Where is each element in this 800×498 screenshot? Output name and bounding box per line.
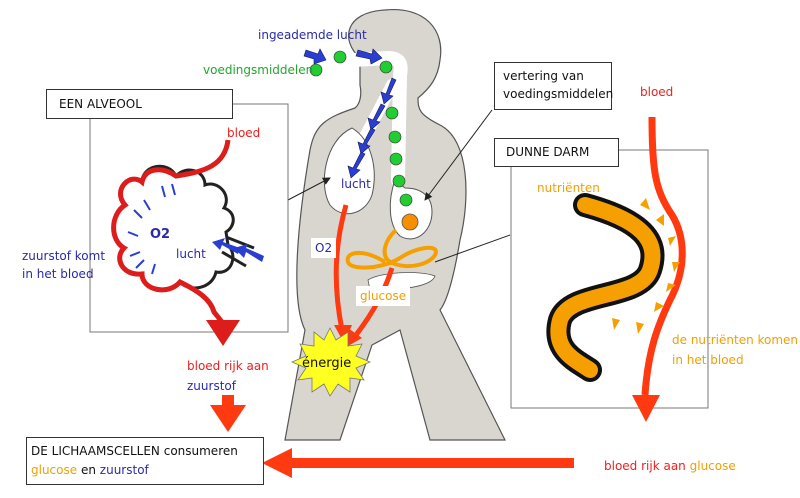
lung-o2-label: O2 bbox=[311, 238, 337, 258]
alveolus-capillary bbox=[111, 139, 231, 324]
body-cells-oxygen: zuurstof bbox=[99, 463, 149, 477]
food-dot bbox=[309, 63, 323, 77]
food-dot bbox=[399, 193, 413, 207]
inhaled-air-label: ingeademde lucht bbox=[258, 28, 367, 42]
alveolus-title-box: EEN ALVEOOL bbox=[46, 89, 233, 119]
alveolus-o2-label: O2 bbox=[150, 227, 171, 242]
diffusion-arrow bbox=[151, 263, 156, 275]
alveolus-blood-arrowhead bbox=[206, 320, 240, 346]
diffusion-arrow bbox=[127, 231, 139, 237]
nutrient-arrow bbox=[668, 236, 676, 246]
digestion-pointer bbox=[424, 109, 493, 201]
diffusion-arrow bbox=[129, 251, 141, 257]
glucose-to-energy-arrowhead bbox=[348, 328, 362, 346]
intestine-tube bbox=[550, 197, 661, 378]
nutrient-arrow bbox=[666, 283, 676, 292]
oxygen-enters-line2: in het bloed bbox=[22, 267, 94, 281]
air-arrow bbox=[357, 127, 376, 155]
food-dots bbox=[309, 50, 413, 207]
nutrient-arrows bbox=[612, 198, 680, 334]
diffusion-arrow bbox=[135, 259, 145, 269]
lung-pointer bbox=[287, 177, 331, 201]
nutrient-arrow bbox=[640, 198, 650, 210]
glucose-label: glucose bbox=[356, 286, 411, 306]
bronchiole-wall bbox=[225, 235, 255, 250]
oxygen-to-energy-arrowhead bbox=[334, 325, 352, 343]
oxygen-rich-line1: bloed rijk aan bbox=[187, 359, 269, 373]
body-cells-glucose: glucose bbox=[31, 463, 78, 477]
glucose-rich-flow-bar bbox=[290, 458, 574, 468]
alveolus-air-arrow bbox=[234, 244, 264, 262]
airway-tube bbox=[311, 50, 408, 187]
food-dot bbox=[392, 174, 406, 188]
air-arrows bbox=[303, 48, 397, 179]
nutrient-arrow bbox=[612, 318, 620, 330]
food-label: voedingsmiddelen bbox=[203, 63, 314, 77]
lung-air-label: lucht bbox=[341, 177, 371, 191]
alveolus-air-label: lucht bbox=[176, 247, 206, 261]
glucose-rich-label: bloed rijk aan glucose bbox=[604, 458, 736, 474]
oxygen-rich-line2: zuurstof bbox=[187, 379, 236, 393]
air-arrow bbox=[347, 151, 366, 179]
digestion-line2: voedingsmiddelen bbox=[503, 87, 614, 101]
intestine-blood-label: bloed bbox=[640, 85, 674, 99]
nutrient-arrow bbox=[672, 262, 680, 272]
digestion-box: vertering van voedingsmiddelen bbox=[494, 62, 614, 110]
food-dot bbox=[388, 130, 402, 144]
intestine-title: DUNNE DARM bbox=[506, 145, 590, 159]
alveolus-title: EEN ALVEOOL bbox=[59, 97, 142, 111]
nutrients-label: nutriënten bbox=[537, 181, 600, 195]
diffusion-arrow bbox=[143, 199, 151, 211]
oxygen-rich-arrow bbox=[210, 395, 246, 432]
nutrient-arrow bbox=[656, 214, 664, 226]
body-cells-verb: consumeren bbox=[163, 444, 238, 458]
food-bolus bbox=[401, 213, 419, 231]
glucose-rich-suffix: glucose bbox=[689, 459, 736, 473]
body-cells-line2: glucose en zuurstof bbox=[31, 461, 149, 479]
alveolus-blood-label: bloed bbox=[227, 126, 261, 140]
glucose-rich-flow-arrowhead bbox=[262, 448, 292, 478]
food-dot bbox=[333, 50, 347, 64]
food-dot bbox=[389, 152, 403, 166]
body-cells-line1: DE LICHAAMSCELLEN consumeren bbox=[31, 442, 238, 460]
air-arrow bbox=[367, 103, 386, 131]
diffusion-arrow bbox=[133, 209, 143, 219]
oxygen-enters-line1: zuurstof komt bbox=[22, 249, 106, 263]
air-arrow bbox=[355, 48, 383, 65]
intestine-pointer bbox=[434, 234, 511, 263]
diffusion-arrow bbox=[161, 185, 166, 198]
nutrient-arrow bbox=[654, 302, 664, 312]
nutrients-enter-line1: de nutriënten komen bbox=[672, 333, 799, 347]
air-arrow bbox=[303, 48, 327, 65]
intestine-loop bbox=[345, 228, 439, 270]
body-cells-title: DE LICHAAMSCELLEN bbox=[31, 444, 160, 458]
nutrients-enter-line2: in het bloed bbox=[672, 353, 744, 367]
oxygen-diffusion-arrows bbox=[127, 183, 176, 275]
food-dot bbox=[385, 106, 399, 120]
body-cells-and: en bbox=[80, 463, 96, 477]
oxygen-to-energy-line bbox=[333, 204, 349, 331]
air-arrow bbox=[380, 77, 397, 105]
intestine-title-box: DUNNE DARM bbox=[494, 138, 619, 167]
food-dot bbox=[379, 60, 393, 74]
intestine-blood-arrowhead bbox=[632, 395, 660, 422]
stomach bbox=[389, 179, 433, 240]
glucose-rich-prefix: bloed rijk aan bbox=[604, 459, 686, 473]
nutrient-arrow bbox=[636, 322, 644, 334]
bronchiole-wall bbox=[221, 250, 247, 268]
digestion-line1: vertering van bbox=[503, 69, 584, 83]
energy-star bbox=[290, 327, 372, 397]
intestine-blood-vessel bbox=[641, 116, 686, 396]
body-cells-box: DE LICHAAMSCELLEN consumeren glucose en … bbox=[26, 437, 264, 485]
alveolus-air-arrow bbox=[212, 238, 240, 254]
diffusion-arrow bbox=[171, 183, 176, 196]
energy-label: énergie bbox=[302, 356, 352, 371]
